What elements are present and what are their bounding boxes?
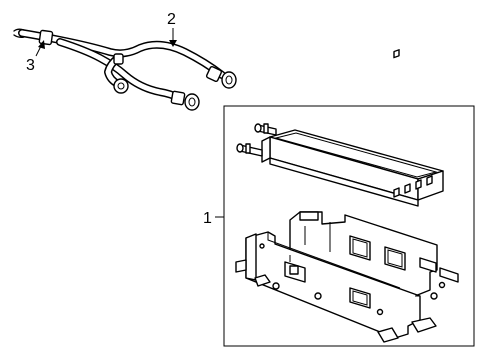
heater-hose-assembly (13, 28, 237, 111)
callout-1-label: 1 (203, 210, 212, 227)
callout-1: 1 (203, 105, 475, 347)
callout-2: 2 (167, 11, 177, 47)
heater-housing-bracket (235, 211, 459, 343)
part-1-frame (223, 105, 475, 347)
callout-3: 3 (26, 40, 45, 74)
callout-3-label: 3 (26, 57, 35, 74)
heater-core (236, 49, 444, 207)
callout-2-label: 2 (167, 11, 176, 28)
